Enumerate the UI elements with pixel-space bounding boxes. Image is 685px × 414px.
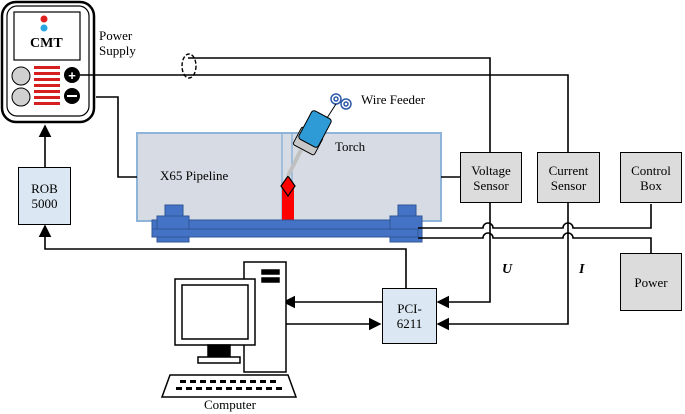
torch-icon: [286, 110, 332, 177]
current-sensor-box: Current Sensor: [537, 152, 600, 203]
rob-label: ROB 5000: [31, 181, 58, 211]
control-box: Control Box: [620, 152, 682, 203]
pci-label: PCI- 6211: [396, 301, 423, 331]
blue-indicator-icon: [40, 24, 48, 32]
knob-icon: [11, 66, 31, 86]
current-signal-label: I: [579, 262, 585, 277]
power-label: Power: [634, 274, 668, 290]
wiring: [38, 57, 652, 331]
voltage-signal-label: U: [502, 262, 513, 277]
control-box-label: Control Box: [631, 162, 671, 193]
wire-feeder-icon: [326, 93, 352, 119]
torch-label: Torch: [335, 139, 366, 154]
svg-text:+: +: [68, 68, 76, 83]
pci-box: PCI- 6211: [382, 288, 437, 344]
rob-box: ROB 5000: [18, 167, 71, 225]
pipe-fixture: [151, 204, 423, 243]
current-clamp-icon: [181, 53, 197, 79]
current-sensor-label: Current Sensor: [548, 162, 589, 193]
pipeline-label: X65 Pipeline: [160, 168, 229, 183]
power-supply-label: Power Supply: [99, 28, 136, 58]
weld-pool-icon: [280, 174, 296, 198]
computer-label: Computer: [204, 397, 256, 412]
power-box: Power: [620, 253, 682, 311]
red-indicator-icon: [40, 15, 48, 23]
knob-icon: [11, 87, 31, 107]
wire-feeder-label: Wire Feeder: [361, 92, 426, 107]
voltage-sensor-label: Voltage Sensor: [471, 162, 511, 193]
positive-terminal-icon: [64, 67, 80, 83]
power-supply-unit: +: [0, 0, 96, 124]
vent-slots-icon: [34, 66, 60, 105]
weld-bead: [282, 187, 294, 221]
voltage-sensor-box: Voltage Sensor: [460, 152, 522, 203]
cmt-brand-label: CMT: [30, 36, 63, 51]
computer-icon: [160, 261, 298, 398]
